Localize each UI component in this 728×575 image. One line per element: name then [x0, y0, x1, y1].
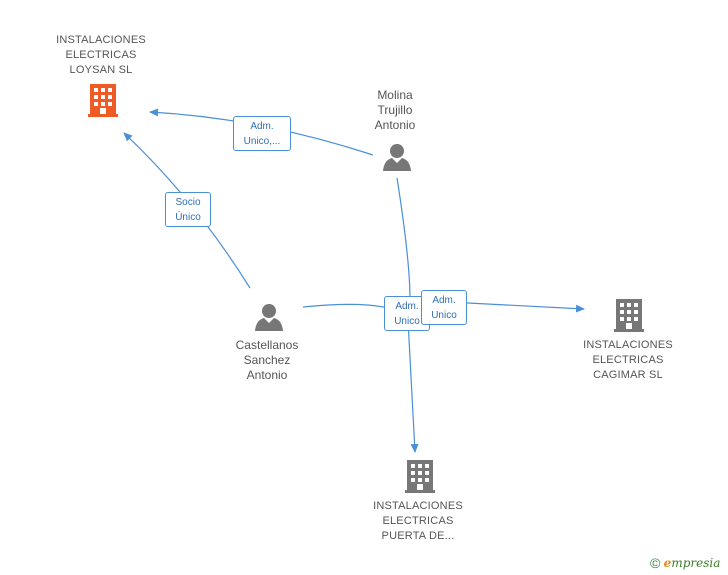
person-icon-castellanos	[255, 304, 283, 331]
building-icon-cagimar	[614, 299, 644, 332]
edge-label-molina-cagimar[interactable]: Adm. Unico	[421, 290, 467, 325]
node-label-castellanos[interactable]: Castellanos Sanchez Antonio	[235, 338, 299, 382]
node-label-molina[interactable]: Molina Trujillo Antonio	[374, 88, 416, 132]
footer-brand[interactable]: © empresia	[650, 555, 720, 571]
building-icon-puerta	[405, 460, 435, 493]
edge-label-castellanos-loysan[interactable]: Socio Único	[165, 192, 211, 227]
node-label-puerta[interactable]: INSTALACIONES ELECTRICAS PUERTA DE...	[373, 500, 463, 542]
building-icon-loysan	[88, 84, 118, 117]
person-icon-molina	[383, 144, 411, 171]
node-label-loysan[interactable]: INSTALACIONES ELECTRICAS LOYSAN SL	[56, 34, 146, 76]
copyright-icon: ©	[650, 555, 661, 571]
empresia-logo: empresia	[663, 556, 721, 570]
edge-label-molina-loysan[interactable]: Adm. Unico,...	[233, 116, 291, 151]
node-label-cagimar[interactable]: INSTALACIONES ELECTRICAS CAGIMAR SL	[583, 339, 673, 381]
